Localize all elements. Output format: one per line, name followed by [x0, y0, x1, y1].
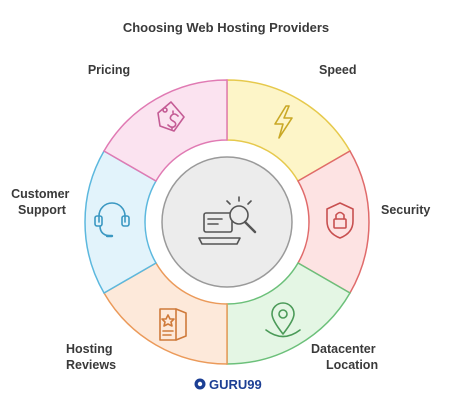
- brand-name: GURU99: [209, 377, 262, 392]
- label-security: Security: [381, 203, 430, 217]
- headset-icon: [94, 202, 130, 238]
- center-hub: [161, 156, 293, 288]
- label-pricing: Pricing: [88, 63, 130, 77]
- laptop-search-icon: [198, 196, 257, 245]
- shield-lock-icon: [326, 202, 354, 239]
- label-datacenter-location: Datacenter Location: [311, 342, 379, 372]
- review-card-icon: [159, 308, 187, 341]
- segment-pricing: [102, 79, 228, 183]
- map-pin-icon: [265, 302, 301, 338]
- guru99-logo-icon: [194, 378, 206, 390]
- label-hosting-reviews: Hosting Reviews: [66, 342, 116, 372]
- label-customer-support: Customer Support: [11, 187, 73, 217]
- price-tag-icon: [157, 101, 185, 132]
- lightning-icon: [274, 105, 293, 139]
- label-speed: Speed: [319, 63, 357, 77]
- diagram-title: Choosing Web Hosting Providers: [123, 20, 329, 35]
